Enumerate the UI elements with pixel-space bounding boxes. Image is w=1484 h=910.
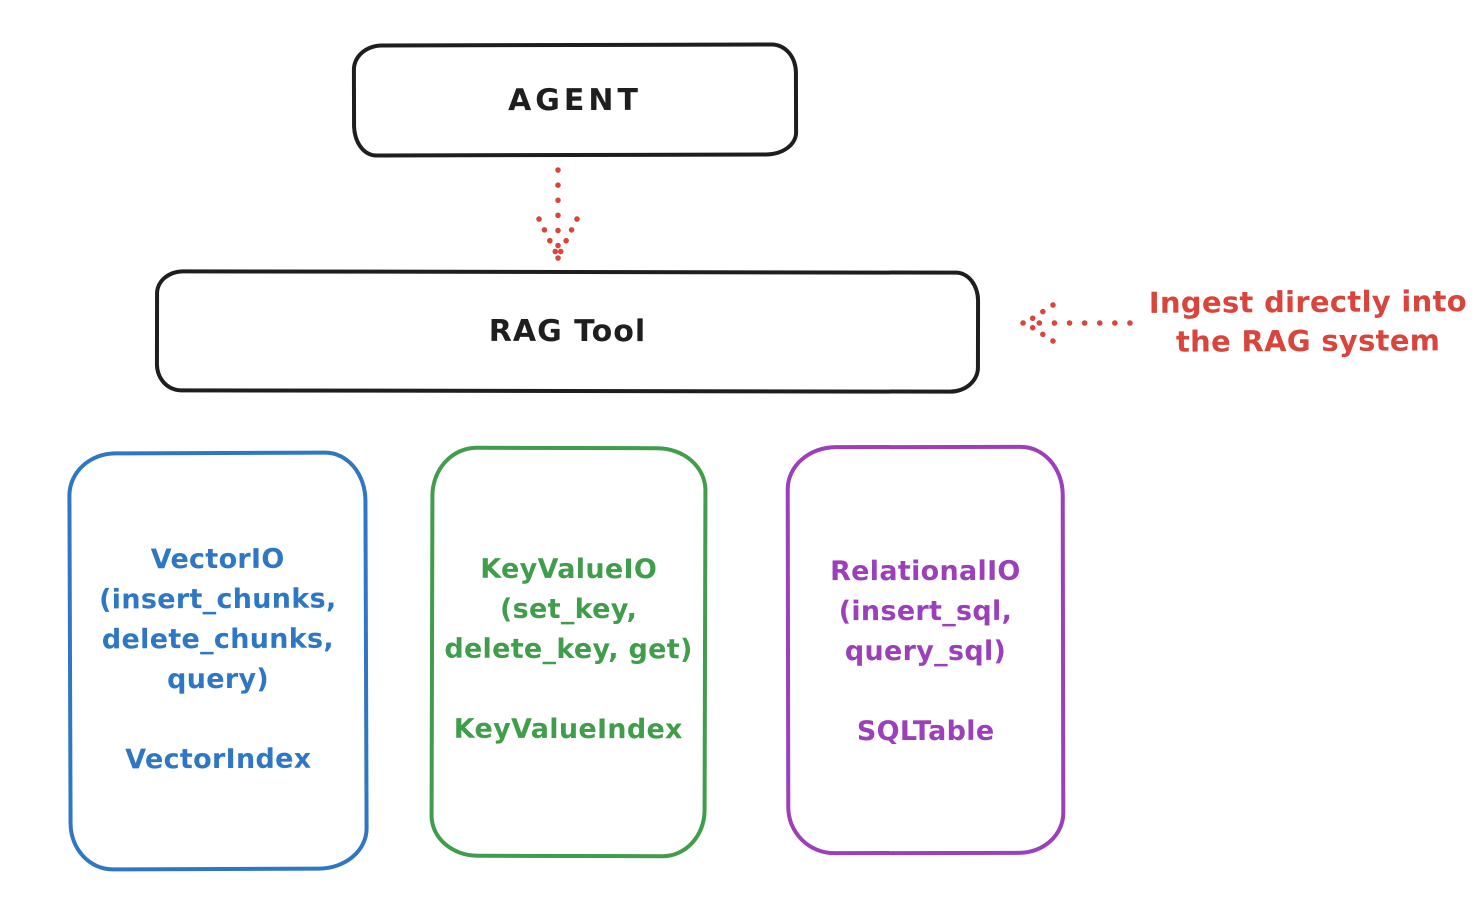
vector-index-label: VectorIndex xyxy=(125,743,312,776)
relational-io-box: RelationalIO (insert_sql, query_sql) SQL… xyxy=(785,444,1066,856)
dotted-arrow-left-icon xyxy=(1020,302,1133,344)
vector-io-box: VectorIO (insert_chunks, delete_chunks, … xyxy=(67,450,369,872)
dotted-arrow-down-icon xyxy=(536,167,580,261)
rag-tool-label: RAG Tool xyxy=(488,313,647,350)
rag-tool-node: RAG Tool xyxy=(154,269,981,394)
agent-node: AGENT xyxy=(351,42,799,158)
ingest-annotation: Ingest directly into the RAG system xyxy=(1148,284,1468,359)
relational-io-methods: RelationalIO (insert_sql, query_sql) xyxy=(830,555,1021,668)
sql-table-label: SQLTable xyxy=(856,715,995,748)
keyvalue-io-methods: KeyValueIO (set_key, delete_key, get) xyxy=(444,553,693,666)
agent-label: AGENT xyxy=(508,82,642,118)
keyvalue-io-box: KeyValueIO (set_key, delete_key, get) Ke… xyxy=(429,445,708,859)
keyvalue-index-label: KeyValueIndex xyxy=(453,713,683,746)
vector-io-methods: VectorIO (insert_chunks, delete_chunks, … xyxy=(99,543,337,696)
